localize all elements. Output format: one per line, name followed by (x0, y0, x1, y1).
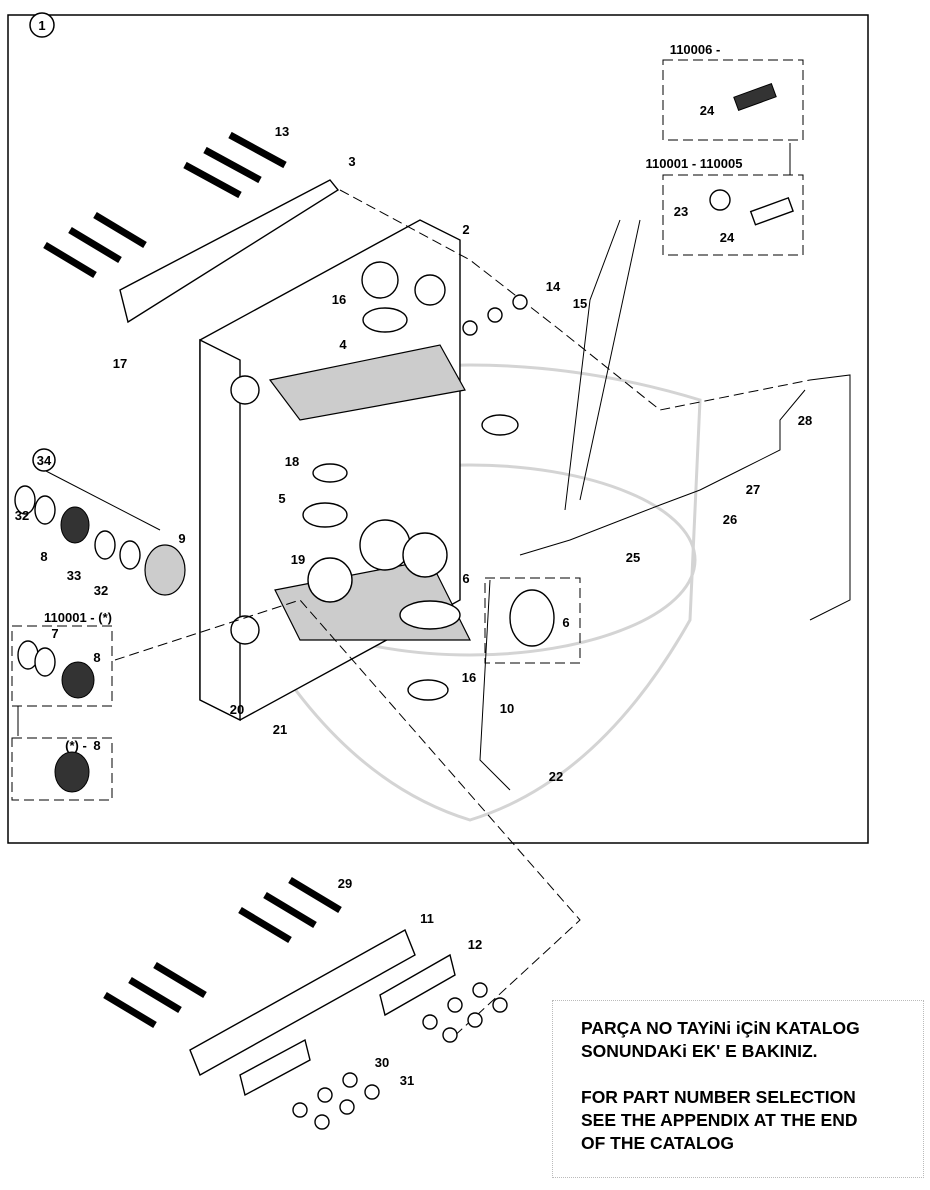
inset-110001-star (11, 625, 113, 707)
callout: 7 (51, 626, 58, 641)
callout: 22 (549, 769, 563, 784)
note-line: SEE THE APPENDIX AT THE END (581, 1110, 858, 1130)
callout: 33 (67, 568, 81, 583)
seal-kit (14, 469, 186, 596)
inset-label: (*) - (65, 738, 87, 753)
note-line: FOR PART NUMBER SELECTION (581, 1087, 856, 1107)
catalog-note: PARÇA NO TAYiNi iÇiN KATALOG SONUNDAKi EK… (552, 1000, 924, 1178)
callout: 6 (462, 571, 469, 586)
callout: 9 (178, 531, 185, 546)
callout: 27 (746, 482, 760, 497)
callout: 25 (626, 550, 640, 565)
circled-callout: 34 (37, 453, 52, 468)
inset-star (11, 737, 113, 801)
plate-11 (189, 929, 416, 1076)
figure-number: 1 (38, 18, 45, 33)
note-line: PARÇA NO TAYiNi iÇiN KATALOG (581, 1018, 860, 1038)
callout: 24 (720, 230, 735, 245)
note-line: OF THE CATALOG (581, 1133, 734, 1153)
nuts-washers (292, 294, 528, 1130)
inset-110001-110005 (662, 174, 804, 256)
callout: 23 (674, 204, 688, 219)
callout: 31 (400, 1073, 414, 1088)
plate-3 (119, 179, 340, 324)
callout: 5 (278, 491, 285, 506)
callout: 32 (94, 583, 108, 598)
callout: 26 (723, 512, 737, 527)
figure-frame (7, 14, 869, 844)
callout: 20 (230, 702, 244, 717)
bolts-29 (103, 876, 342, 1029)
circled-callout-badge (32, 448, 56, 472)
callout: 2 (462, 222, 469, 237)
inset-6 (484, 577, 581, 664)
callout: 18 (285, 454, 299, 469)
callout: 14 (546, 279, 561, 294)
inset-label: 110001 - (*) (44, 610, 112, 625)
callout: 19 (291, 552, 305, 567)
callout-labels: 13 3 2 14 15 16 4 17 28 27 26 18 5 25 32… (15, 42, 812, 1088)
callout: 16 (462, 670, 476, 685)
rear-housing (199, 219, 519, 722)
callout: 32 (15, 508, 29, 523)
callout: 28 (798, 413, 812, 428)
callout: 10 (500, 701, 514, 716)
bolts-13 (43, 131, 287, 279)
callout: 8 (93, 738, 100, 753)
callout: 29 (338, 876, 352, 891)
callout: 16 (332, 292, 346, 307)
callout: 4 (339, 337, 347, 352)
note-line: SONUNDAKi EK' E BAKINIZ. (581, 1041, 818, 1061)
callout: 13 (275, 124, 289, 139)
callout: 17 (113, 356, 127, 371)
callout: 11 (420, 911, 434, 926)
figure-number-badge (29, 12, 55, 38)
callout: 3 (348, 154, 355, 169)
callout: 24 (700, 103, 715, 118)
callout: 15 (573, 296, 587, 311)
inset-110006 (662, 59, 804, 141)
callout: 12 (468, 937, 482, 952)
callout: 6 (562, 615, 569, 630)
callout: 30 (375, 1055, 389, 1070)
callout: 8 (93, 650, 100, 665)
plate-12 (379, 953, 456, 1017)
callout: 21 (273, 722, 287, 737)
callout: 8 (40, 549, 47, 564)
inset-label: 110006 - (670, 42, 721, 57)
inset-label: 110001 - 110005 (646, 156, 743, 171)
